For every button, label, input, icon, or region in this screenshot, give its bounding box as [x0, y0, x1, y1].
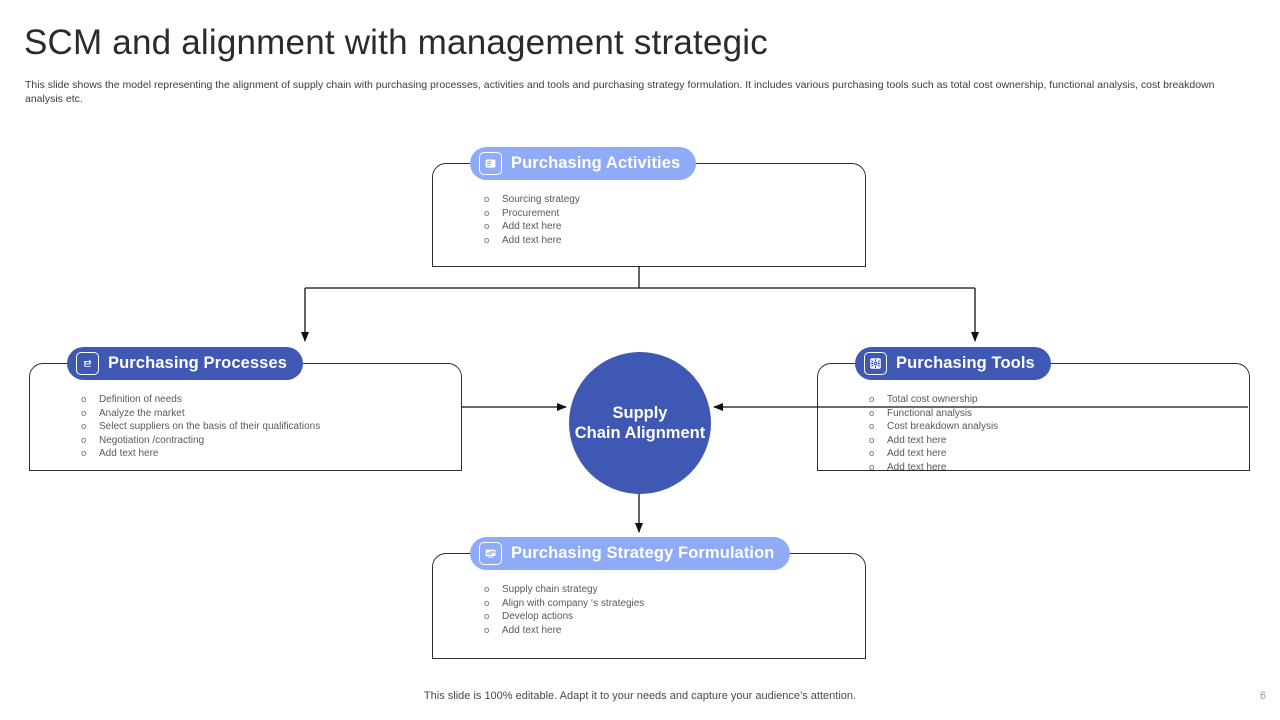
- page-title: SCM and alignment with management strate…: [24, 23, 768, 62]
- list-item: Add text here: [484, 220, 858, 233]
- list-item: Add text here: [869, 447, 1242, 460]
- list-item: Add text here: [869, 461, 1242, 474]
- card-purchasing-strategy-formulation[interactable]: Purchasing Strategy Formulation Supply c…: [432, 537, 866, 659]
- list-item: Functional analysis: [869, 407, 1242, 420]
- card-title: Purchasing Processes: [108, 354, 288, 372]
- card-header-purchasing-activities[interactable]: Purchasing Activities: [470, 147, 697, 180]
- page-number: 6: [1259, 690, 1266, 702]
- list-item: Align with company ‘s strategies: [484, 597, 858, 610]
- card-title: Purchasing Activities: [511, 154, 681, 172]
- card-purchasing-activities[interactable]: Purchasing Activities Sourcing strategy …: [432, 147, 866, 267]
- presentation-board-icon: [479, 152, 502, 175]
- list-item: Supply chain strategy: [484, 583, 858, 596]
- card-purchasing-tools[interactable]: Purchasing Tools Total cost ownership Fu…: [817, 347, 1250, 474]
- list-item: Procurement: [484, 207, 858, 220]
- card-header-purchasing-strategy-formulation[interactable]: Purchasing Strategy Formulation: [470, 537, 791, 570]
- hub-label: Supply Chain Alignment: [549, 403, 731, 443]
- list-item: Add text here: [81, 447, 454, 460]
- process-cycle-icon: [76, 352, 99, 375]
- list-item: Add text here: [484, 624, 858, 637]
- hub-label-line2: Chain Alignment: [574, 424, 706, 442]
- card-purchasing-processes[interactable]: Purchasing Processes Definition of needs…: [29, 347, 462, 471]
- card-title: Purchasing Tools: [896, 354, 1035, 372]
- list-item: Develop actions: [484, 610, 858, 623]
- list-item: Analyze the market: [81, 407, 454, 420]
- card-header-purchasing-processes[interactable]: Purchasing Processes: [67, 347, 304, 380]
- list-item: Definition of needs: [81, 393, 454, 406]
- list-item: Add text here: [869, 434, 1242, 447]
- hub-label-line1: Supply: [612, 404, 668, 422]
- list-item: Select suppliers on the basis of their q…: [81, 420, 454, 433]
- bullet-list: Total cost ownership Functional analysis…: [817, 393, 1242, 475]
- page-subtitle: This slide shows the model representing …: [25, 79, 1215, 105]
- card-header-purchasing-tools[interactable]: Purchasing Tools: [855, 347, 1051, 380]
- bullet-list: Supply chain strategy Align with company…: [432, 583, 858, 637]
- card-title: Purchasing Strategy Formulation: [511, 544, 775, 562]
- supply-chain-alignment-hub: Supply Chain Alignment: [569, 352, 711, 494]
- footer-note: This slide is 100% editable. Adapt it to…: [423, 690, 857, 702]
- gear-tools-icon: [864, 352, 887, 375]
- bullet-list: Sourcing strategy Procurement Add text h…: [432, 193, 858, 247]
- list-item: Add text here: [484, 234, 858, 247]
- list-item: Sourcing strategy: [484, 193, 858, 206]
- strategy-chart-icon: [479, 542, 502, 565]
- bullet-list: Definition of needs Analyze the market S…: [29, 393, 454, 461]
- list-item: Negotiation /contracting: [81, 434, 454, 447]
- list-item: Total cost ownership: [869, 393, 1242, 406]
- list-item: Cost breakdown analysis: [869, 420, 1242, 433]
